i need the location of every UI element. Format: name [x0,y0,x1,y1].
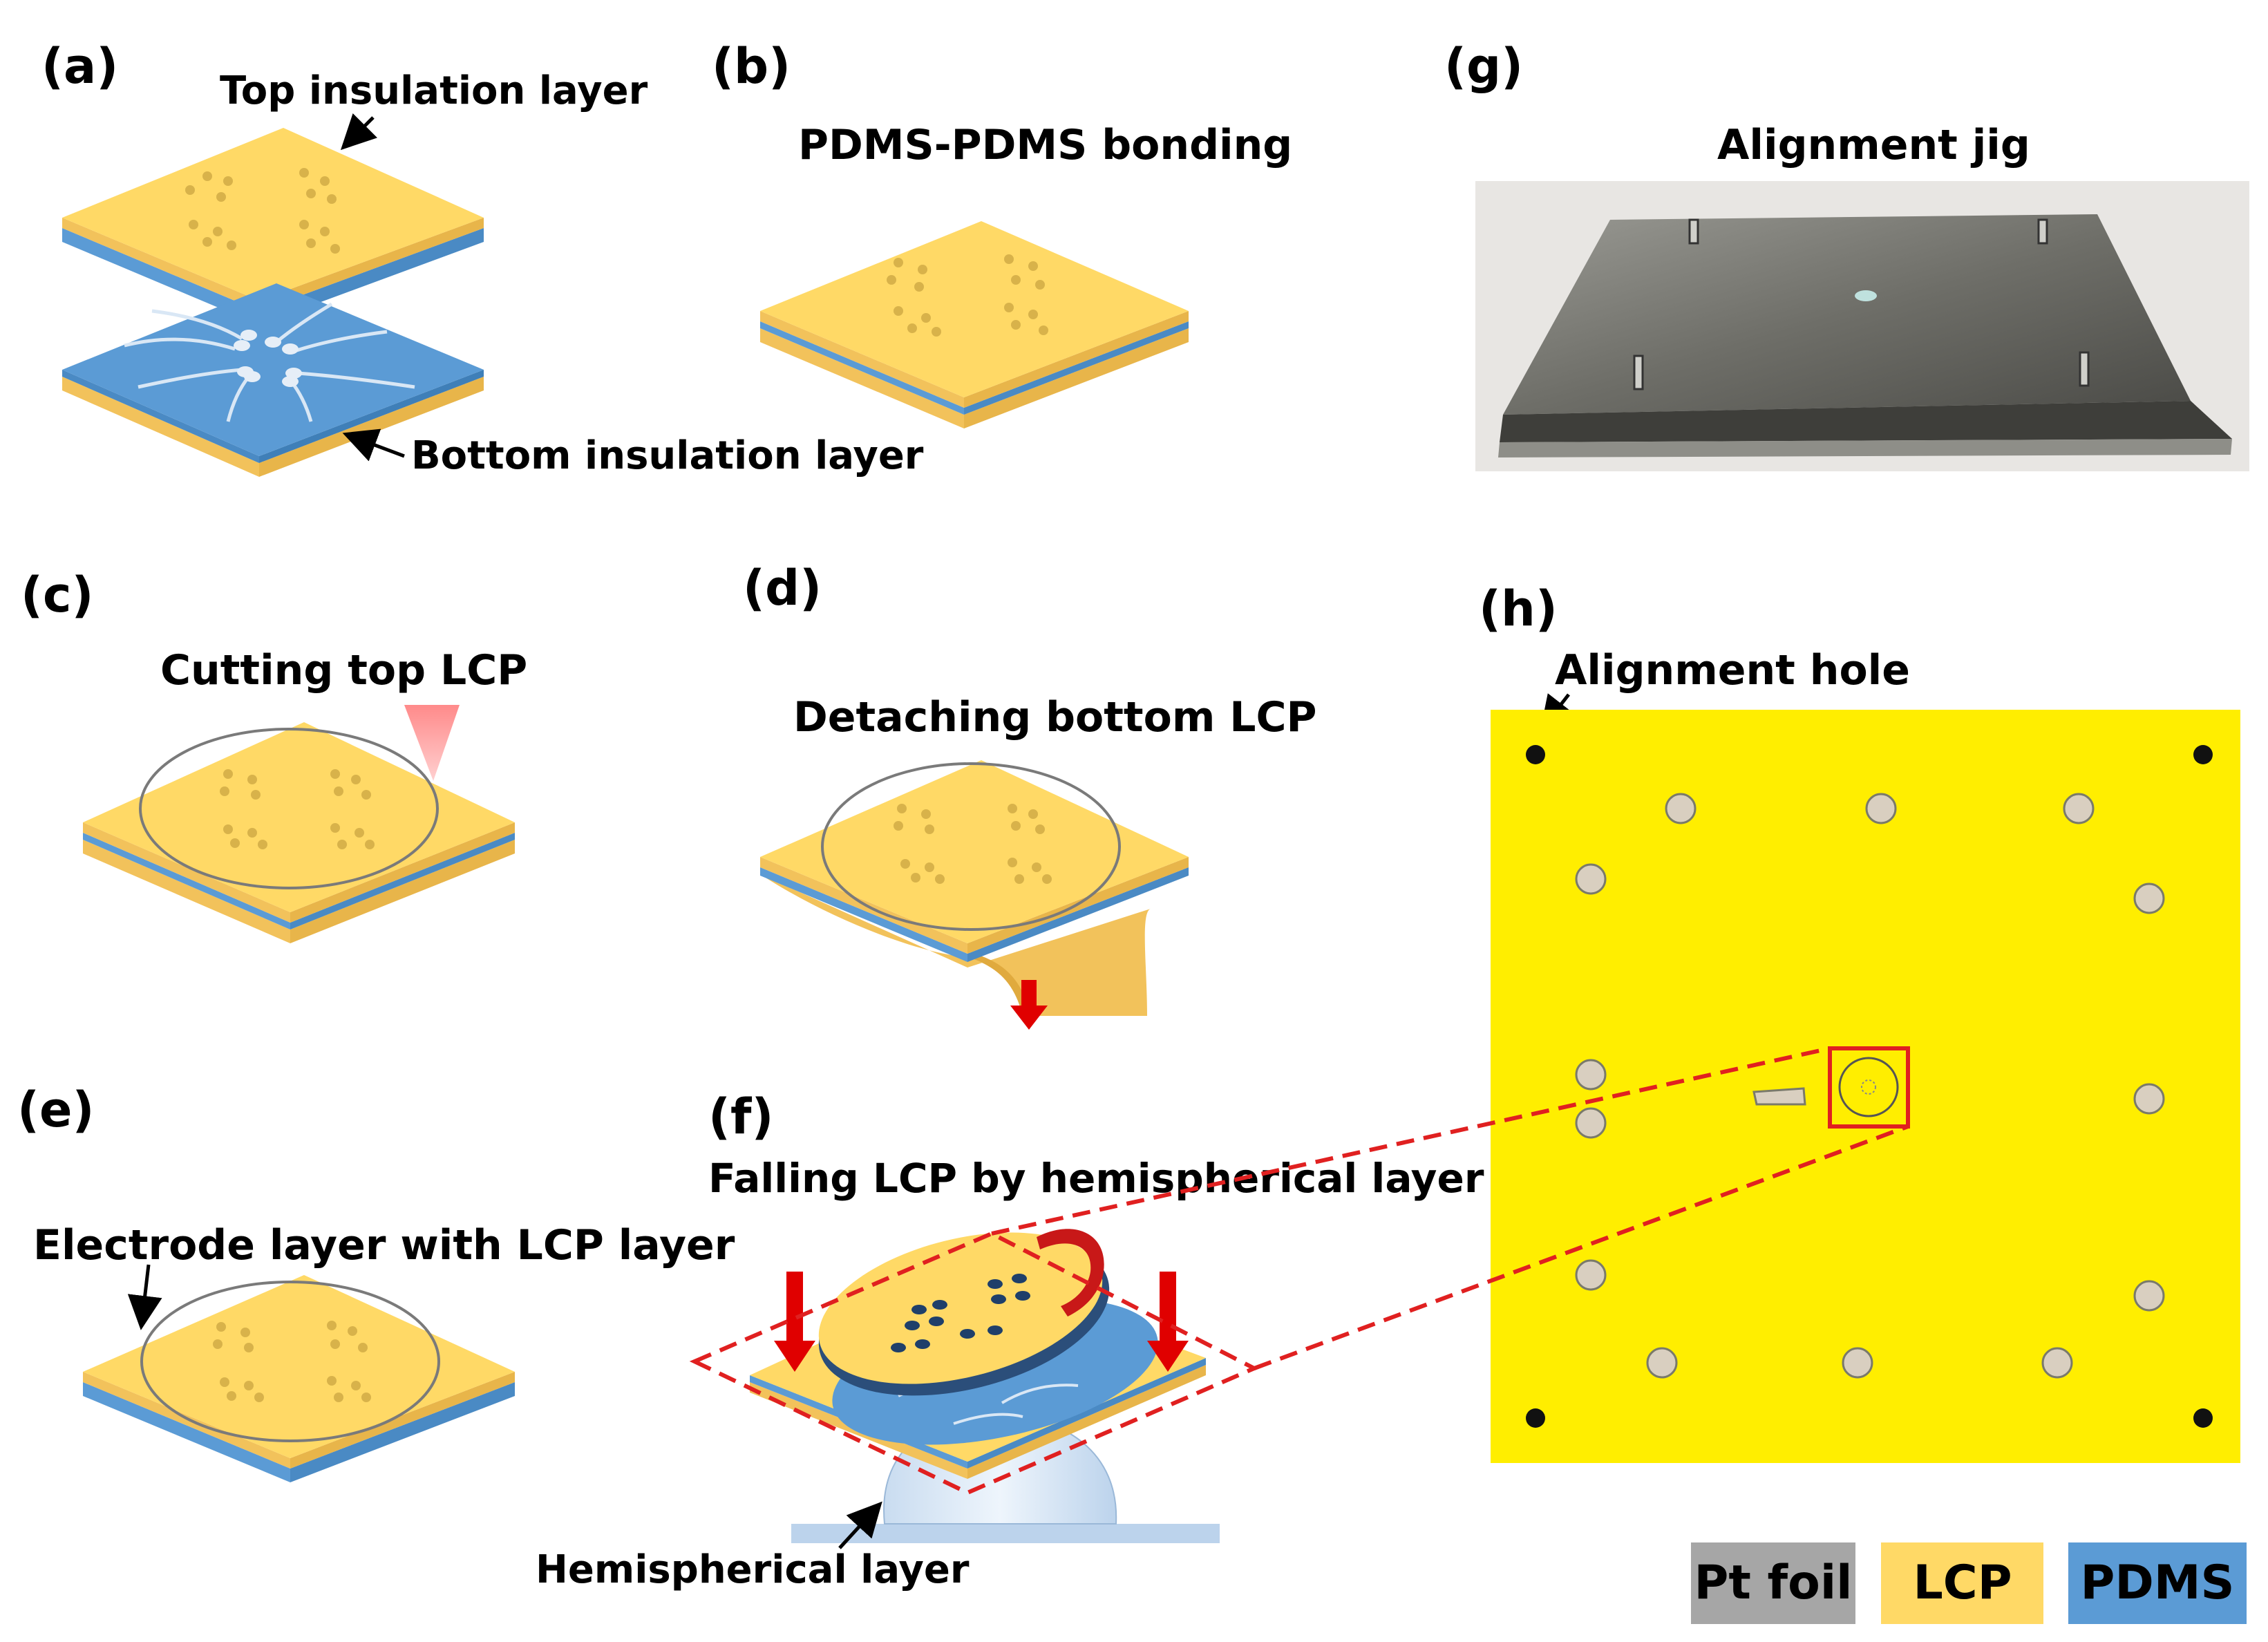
panel-h-letter: (h) [1479,581,1558,637]
bottom-insulation-label: Bottom insulation layer [411,433,924,478]
cutting-stack-c [83,705,515,943]
legend-swatch-pt-foil [1691,1542,1855,1624]
bonded-stack-b [760,221,1189,428]
bottom-insulation-sheet [62,283,484,477]
electrode-layer-arrow [127,1264,162,1330]
jig-pins [1633,218,2090,390]
panel-a: (a) [41,38,924,478]
panel-f: (f) Falling LCP by hemispherical layer [536,1088,1484,1592]
panel-c: (c) Cutting top LCP [21,567,527,943]
legend-item-lcp: LCP [1881,1542,2043,1624]
panel-g: (g) Alignment jig [1444,38,2249,471]
down-arrow-red-d [1010,980,1048,1030]
panel-g-letter: (g) [1444,38,1523,95]
panel-a-letter: (a) [41,38,118,95]
laser-cone [404,705,460,781]
alignment-jig-photo [1475,181,2249,471]
panel-b-caption: PDMS-PDMS bonding [798,121,1292,169]
falling-assembly-f [689,1229,1260,1543]
falling-lcp-disc [818,1232,1110,1396]
zoom-line-bottom [1253,1124,1909,1370]
detaching-stack-d [760,760,1189,1030]
panel-c-letter: (c) [21,567,93,623]
legend-item-pt-foil: Pt foil [1691,1542,1855,1624]
panel-e-caption: Electrode layer with LCP layer [33,1221,735,1270]
panel-d-caption: Detaching bottom LCP [793,693,1316,742]
panel-b-letter: (b) [712,38,791,95]
bottom-insulation-arrow [342,428,405,462]
down-arrow-right-f [1147,1272,1189,1372]
electrode-lead [1752,1087,1806,1106]
legend-swatch-lcp [1881,1542,2043,1624]
panel-g-caption: Alignment jig [1717,121,2030,169]
panel-f-caption: Falling LCP by hemispherical layer [708,1155,1484,1202]
electrode-pads [1575,793,2165,1379]
panel-b: (b) PDMS-PDMS bonding [712,38,1292,428]
hemispherical-arrow [838,1501,882,1549]
panel-d-letter: (d) [743,560,822,616]
legend-item-pdms: PDMS [2068,1542,2247,1624]
electrode-stack-e [83,1275,515,1482]
alignment-holes [1526,745,2213,1428]
zoom-line-top [991,1046,1831,1236]
legend-swatch-pdms [2068,1542,2247,1624]
panel-h-caption: Alignment hole [1555,646,1910,695]
curved-red-arrow [1037,1229,1104,1317]
legend: Pt foil LCP PDMS [1691,1542,2247,1624]
panel-d: (d) Detaching bottom LCP [743,560,1316,1030]
down-arrow-left-f [774,1272,815,1372]
legend-label-lcp: LCP [1913,1556,2012,1610]
hemispherical-label: Hemispherical layer [536,1547,970,1592]
panel-c-caption: Cutting top LCP [160,646,527,695]
plan-view-sheet [1491,710,2240,1463]
legend-label-pt-foil: Pt foil [1694,1556,1853,1610]
top-insulation-sheet [62,128,484,325]
legend-label-pdms: PDMS [2081,1556,2235,1610]
zoom-box [1828,1046,1910,1129]
panel-f-letter: (f) [708,1088,773,1145]
top-insulation-arrow [340,113,377,151]
panel-e-letter: (e) [17,1082,94,1138]
panel-h: (h) Alignment hole [991,581,2240,1463]
top-insulation-label: Top insulation layer [220,68,648,113]
panel-e: (e) Electrode layer with LCP layer [17,1082,735,1482]
